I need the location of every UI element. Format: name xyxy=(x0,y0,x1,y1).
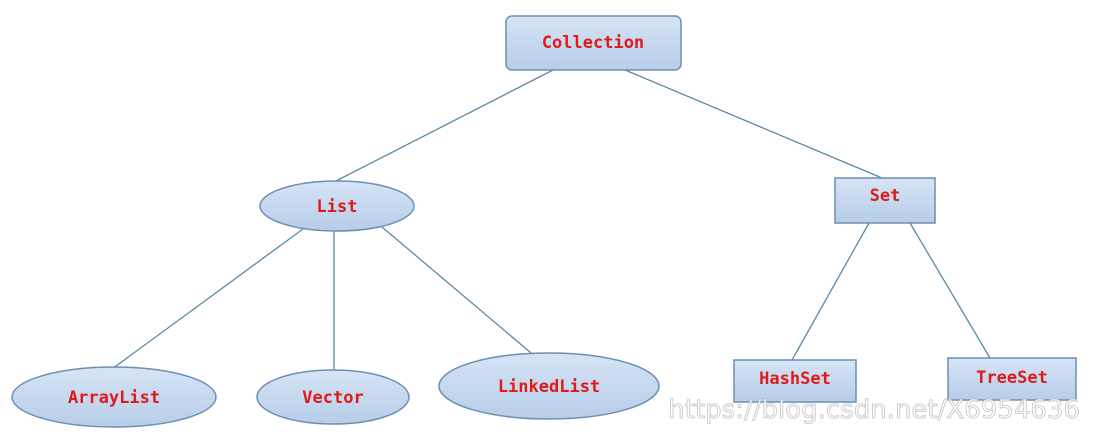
node-list-ellipse xyxy=(259,180,415,232)
watermark-text: https://blog.csdn.net/X6954636 xyxy=(668,395,1080,425)
node-linkedlist: LinkedList xyxy=(438,352,660,420)
node-treeset: TreeSet xyxy=(947,357,1077,401)
edge-set-treeset xyxy=(909,222,991,359)
node-vector: Vector xyxy=(256,369,410,425)
node-vector-label: Vector xyxy=(302,388,363,408)
edges xyxy=(111,69,991,370)
node-hashset-box xyxy=(733,359,857,403)
edge-collection-set xyxy=(624,69,883,179)
edge-list-linkedlist xyxy=(381,226,538,359)
node-list: List xyxy=(259,180,415,232)
node-hashset-label: HashSet xyxy=(759,369,831,389)
node-vector-ellipse xyxy=(256,369,410,425)
node-set-label: Set xyxy=(870,186,901,206)
node-hashset: HashSet xyxy=(733,359,857,403)
node-treeset-label: TreeSet xyxy=(976,368,1048,388)
edge-set-hashset xyxy=(791,222,870,361)
node-collection-box xyxy=(505,15,682,71)
node-linkedlist-ellipse xyxy=(438,352,660,420)
node-arraylist: ArrayList xyxy=(11,366,217,428)
node-list-label: List xyxy=(317,197,358,217)
node-set-box xyxy=(834,177,936,224)
node-collection: Collection xyxy=(505,15,682,71)
edge-list-arraylist xyxy=(111,228,304,370)
node-arraylist-ellipse xyxy=(11,366,217,428)
node-arraylist-label: ArrayList xyxy=(68,388,160,408)
node-collection-label: Collection xyxy=(542,33,644,53)
edge-collection-list xyxy=(333,69,554,183)
node-set: Set xyxy=(834,177,936,224)
node-linkedlist-label: LinkedList xyxy=(498,377,600,397)
node-treeset-box xyxy=(947,357,1077,401)
